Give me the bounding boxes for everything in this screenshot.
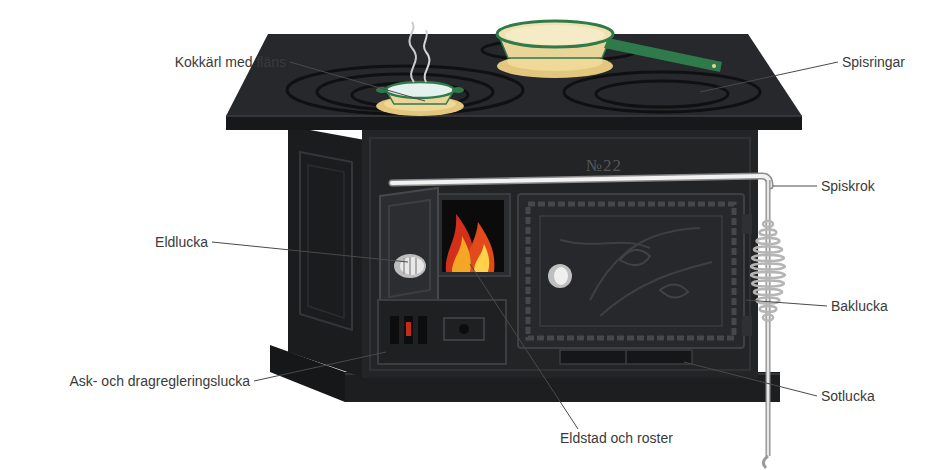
large-pan-part: [497, 21, 613, 47]
part-label: Sotlucka: [821, 388, 875, 404]
oven-door-part: [742, 214, 752, 234]
stove-rings-part: [564, 72, 760, 112]
fire-door-part: [442, 200, 504, 272]
stove-hook-part: [763, 456, 768, 468]
small-pot-part: [452, 87, 464, 93]
fire-door: [380, 188, 510, 308]
stove-body-part: [300, 152, 352, 330]
soot-door-part: [625, 350, 627, 364]
oven-door-part: [540, 216, 722, 326]
large-pan: [497, 21, 722, 78]
small-pot-part: [409, 22, 416, 82]
oven-door-part: [518, 194, 744, 348]
ash-door-part: [459, 324, 469, 334]
small-pot: [376, 22, 464, 116]
leader-lines-part: [700, 62, 838, 92]
stove-rings-part: [287, 66, 523, 114]
ash-door-part: [404, 316, 413, 344]
stove-body: [288, 126, 758, 378]
leader-lines-part: [773, 186, 817, 187]
part-label: Kokkärl med fläns: [175, 54, 286, 70]
fire-door-part: [380, 188, 438, 308]
fire-door-part: [446, 214, 475, 272]
leader-lines-part: [684, 362, 817, 396]
oven-door-part: [554, 267, 568, 285]
small-pot-part: [386, 82, 454, 98]
hook-coil: [763, 315, 773, 321]
ash-door-part: [444, 318, 484, 340]
leader-lines-part: [212, 242, 408, 262]
ash-door-part: [418, 316, 427, 344]
fire-door-part: [452, 236, 471, 272]
part-label: Baklucka: [831, 298, 888, 314]
soot-door: [560, 350, 692, 364]
ash-door-part: [406, 322, 411, 336]
oven-door-part: [742, 316, 752, 336]
oven-door-part: [560, 228, 712, 316]
hook-coil: [760, 306, 777, 312]
hook-coil: [752, 255, 784, 261]
oven-door-part: [620, 250, 688, 298]
hook-coil: [752, 281, 784, 287]
stove-top: [226, 34, 802, 130]
hook-coil: [763, 221, 773, 227]
fire-door-part: [403, 258, 405, 274]
large-pan-part: [712, 64, 716, 68]
hook-coil: [754, 289, 782, 295]
stove-top-part: [226, 115, 802, 117]
towel-rail-part: [392, 176, 770, 186]
leader-lines: [212, 62, 838, 429]
towel-rail-part: [392, 176, 770, 186]
ash-door-part: [378, 300, 506, 364]
leader-lines-part: [470, 264, 578, 429]
stove-body-part: [288, 126, 365, 378]
part-label: Spiskrok: [821, 178, 875, 194]
hook-coil: [760, 230, 777, 236]
oven-door-part: [528, 204, 734, 338]
part-label: Spisringar: [842, 54, 905, 70]
small-pot-part: [424, 30, 429, 82]
part-label: Eldlucka: [155, 234, 208, 250]
large-pan-part: [505, 25, 605, 45]
stove-rings-part: [596, 81, 728, 107]
leader-lines-part: [254, 352, 386, 381]
oven-door-part: [548, 264, 572, 288]
leader-lines-part: [746, 300, 827, 306]
large-pan-part: [604, 38, 722, 72]
fire-door-part: [409, 257, 411, 275]
part-label: Eldstad och roster: [560, 430, 673, 446]
fire-door-part: [394, 254, 426, 278]
stove-top-part: [226, 116, 802, 130]
fire-door-part: [474, 244, 489, 272]
model-number: №22: [586, 158, 622, 174]
stove-body-part: [308, 165, 344, 318]
stove-rings-part: [317, 74, 493, 110]
oven-door: [518, 194, 752, 348]
hook-coil: [751, 264, 785, 270]
soot-door-part: [560, 350, 692, 364]
ash-door: [378, 300, 506, 364]
stove-body-part: [370, 138, 750, 370]
hook-coil: [757, 238, 780, 244]
fire-door-part: [415, 258, 417, 274]
leader-lines-part: [290, 62, 425, 101]
hook-coil: [754, 247, 782, 253]
hook-coil: [751, 272, 785, 278]
stove-hook: [751, 180, 785, 468]
towel-rail: [392, 176, 770, 186]
ash-door-part: [390, 316, 399, 344]
fire-door-part: [389, 200, 430, 297]
fire-door-part: [400, 257, 424, 275]
stove-top-part: [226, 34, 802, 116]
fire-door-part: [436, 194, 510, 276]
stove-body-part: [362, 126, 758, 378]
part-label: Ask- och dragregleringslucka: [69, 373, 250, 389]
